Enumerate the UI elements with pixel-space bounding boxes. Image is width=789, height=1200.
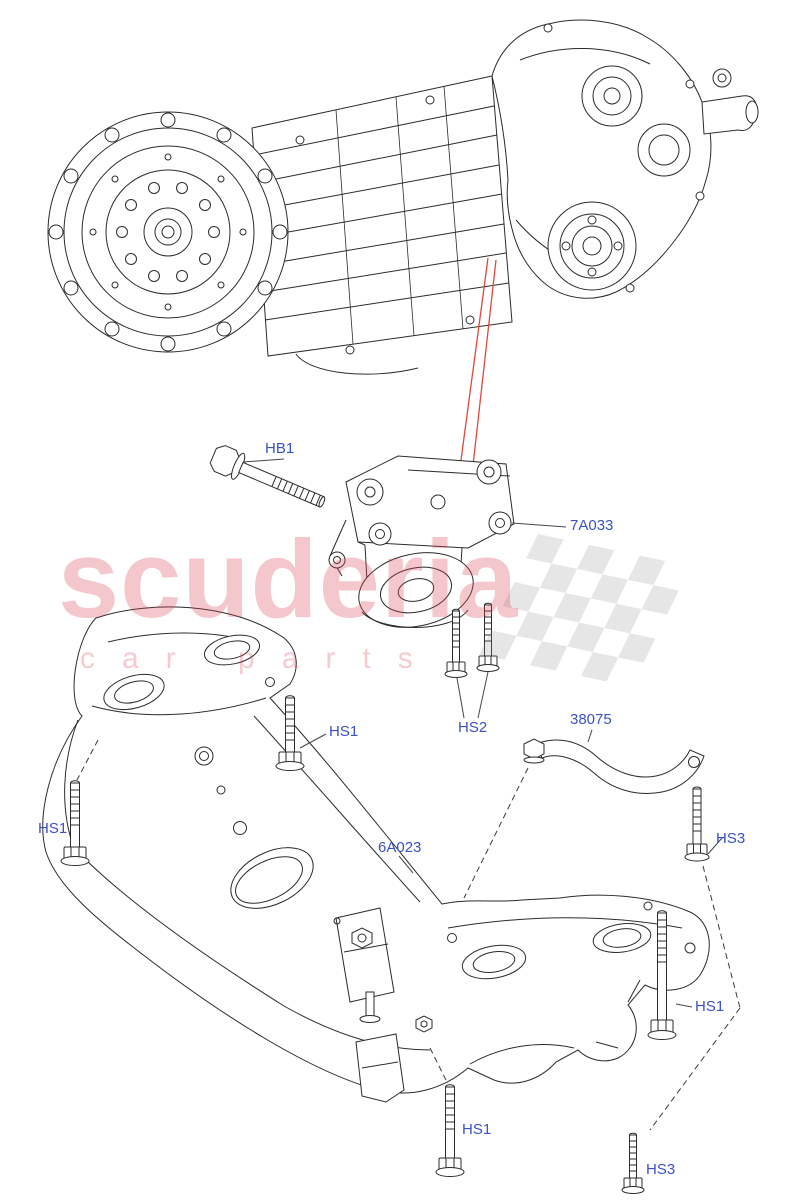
- callout-hb1[interactable]: HB1: [265, 440, 295, 457]
- callout-hs1-bottom[interactable]: HS1: [462, 1121, 492, 1138]
- bracket-38075-illustration: [523, 738, 705, 794]
- bolt-hs1-right-illustration: [647, 910, 677, 1040]
- callout-7a033[interactable]: 7A033: [570, 517, 614, 534]
- bolt-hb1-illustration: [209, 445, 326, 508]
- crossmember-illustration-6a023: [42, 606, 710, 1103]
- checkered-flag-watermark: [479, 534, 679, 682]
- bolt-hs1-left-illustration: [60, 780, 90, 866]
- studs-hs2-illustration: [444, 602, 500, 678]
- callout-hs1-right[interactable]: HS1: [695, 998, 725, 1015]
- callout-hs1-left[interactable]: HS1: [38, 820, 68, 837]
- callout-6a023[interactable]: 6A023: [378, 839, 422, 856]
- callout-hs3-bottom[interactable]: HS3: [646, 1161, 676, 1178]
- dashed-assembly-lines: [76, 739, 741, 1131]
- bolt-hs1-bottom-illustration: [435, 1084, 465, 1177]
- mount-illustration-7a033: [328, 455, 515, 628]
- bolt-hs1-top-illustration: [275, 695, 305, 771]
- callout-hs2[interactable]: HS2: [458, 719, 488, 736]
- transmission-illustration: [47, 19, 759, 375]
- callout-leader-lines: [242, 458, 723, 1008]
- callout-hs1-top[interactable]: HS1: [329, 723, 359, 740]
- bolt-hs3-right-illustration: [684, 786, 710, 862]
- bolt-hs3-bottom-illustration: [621, 1132, 645, 1194]
- callout-hs3-right[interactable]: HS3: [716, 830, 746, 847]
- callout-38075[interactable]: 38075: [570, 711, 612, 728]
